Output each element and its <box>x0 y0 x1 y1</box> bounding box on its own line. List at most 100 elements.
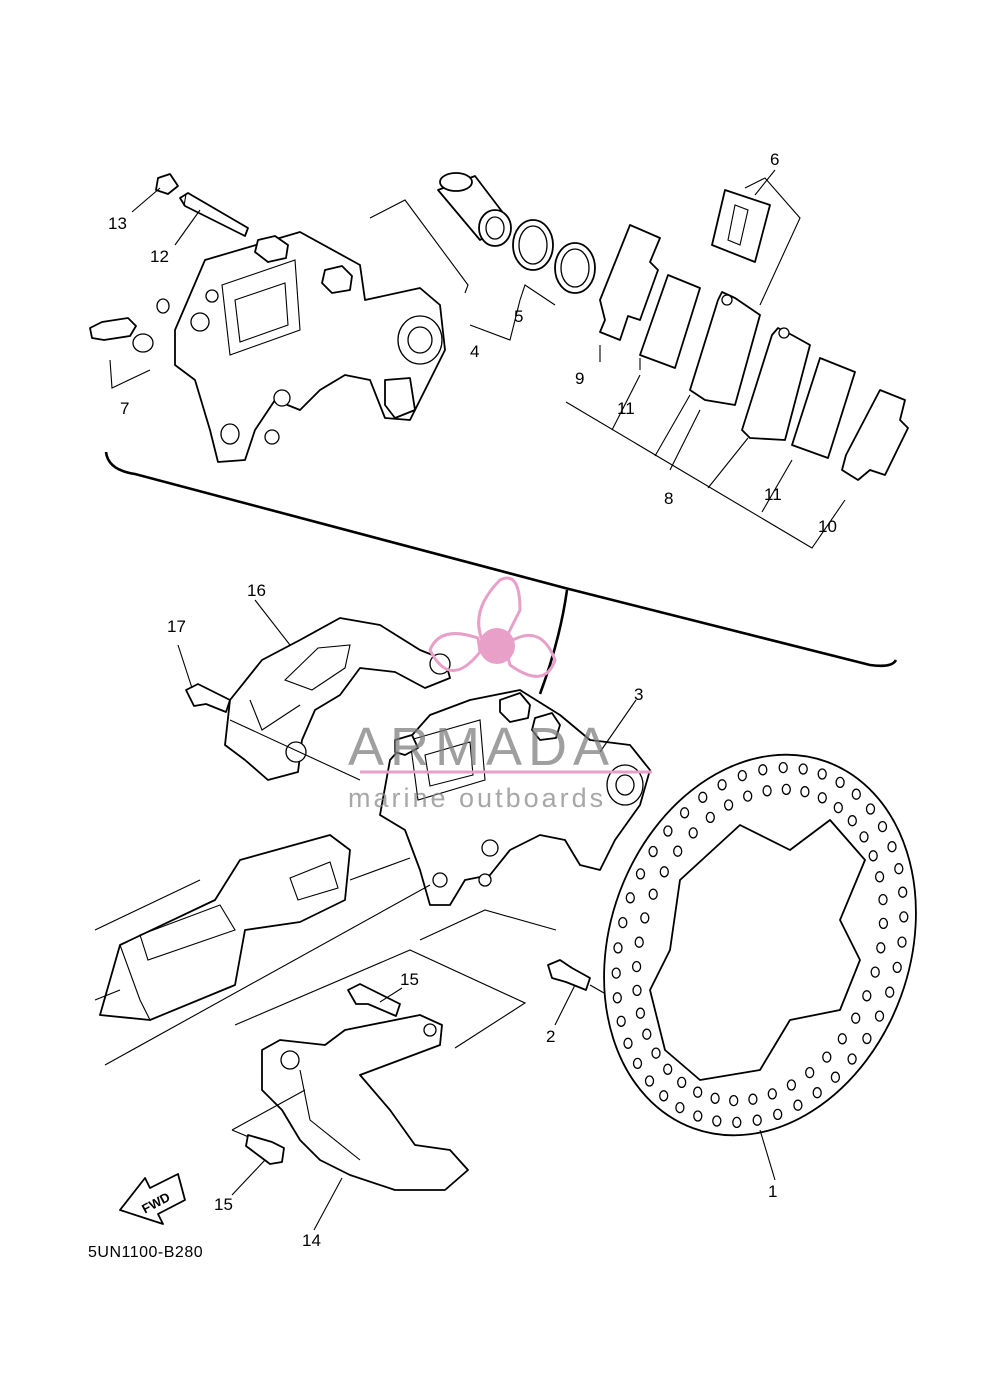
disc-hole <box>659 866 669 878</box>
disc-hole <box>758 764 768 776</box>
disc-hole <box>800 786 810 798</box>
disc-hole <box>644 1075 655 1087</box>
disc-hole <box>752 1114 762 1126</box>
callout-1: 1 <box>768 1182 777 1201</box>
disc-bolt <box>547 959 591 991</box>
callout-9: 9 <box>575 369 584 388</box>
disc-hole <box>663 825 673 837</box>
disc-hole <box>635 868 646 880</box>
disc-hole <box>862 1032 872 1045</box>
disc-hole <box>632 984 642 997</box>
disc-hole <box>648 888 658 900</box>
pin-plug <box>155 173 179 195</box>
disc-hole <box>773 1108 783 1121</box>
callout-14: 14 <box>302 1231 321 1250</box>
disc-hole <box>737 769 747 782</box>
disc-hole <box>878 917 889 930</box>
disc-hole <box>885 986 895 998</box>
watermark-brand: ARMADA <box>348 717 615 777</box>
brake-pad-shim-outer <box>841 389 909 481</box>
callout-13: 13 <box>108 214 127 233</box>
disc-hole <box>729 1094 739 1107</box>
disc-hole <box>868 850 878 862</box>
disc-hole <box>870 966 880 978</box>
pad-spring <box>711 189 771 263</box>
disc-hole <box>717 779 727 791</box>
callout-15-upper: 15 <box>400 970 419 989</box>
disc-hole <box>688 827 698 839</box>
brake-pad-plate-outer <box>741 327 811 441</box>
disc-hole <box>851 788 861 800</box>
disc-hole <box>805 1066 815 1079</box>
disc-hole <box>822 1051 832 1063</box>
disc-hole <box>632 1057 643 1070</box>
callout-7: 7 <box>120 399 129 418</box>
brake-pad-plate <box>689 291 761 406</box>
disc-hole <box>631 960 642 973</box>
disc-hole <box>878 893 888 906</box>
callout-3: 3 <box>634 685 643 704</box>
disc-hole <box>786 1079 797 1091</box>
disc-hole <box>877 820 888 833</box>
callout-17: 17 <box>167 617 186 636</box>
disc-hole <box>710 1092 720 1104</box>
disc-hole <box>659 1090 669 1102</box>
caliper-assembly <box>379 689 651 906</box>
callout-11-right: 11 <box>764 485 782 504</box>
disc-hole <box>723 799 734 811</box>
disc-hole <box>640 912 650 924</box>
forward-arrow-icon: FWD <box>119 1173 186 1225</box>
disc-hole <box>616 1015 626 1027</box>
disc-hole <box>693 1110 703 1122</box>
disc-hole <box>894 863 904 875</box>
disc-hole <box>830 1071 841 1083</box>
disc-hole <box>611 967 621 979</box>
callout-5: 5 <box>514 307 523 326</box>
disc-hole <box>675 1101 685 1114</box>
callout-2: 2 <box>546 1027 555 1046</box>
disc-hole <box>897 936 907 948</box>
callout-10: 10 <box>818 517 837 536</box>
disc-hole <box>635 1007 646 1019</box>
disc-hole <box>847 815 857 827</box>
disc-hole <box>642 1028 652 1040</box>
disc-hole <box>874 1010 885 1022</box>
pad-pin <box>179 192 249 237</box>
disc-hole <box>634 936 644 948</box>
disc-hole <box>698 791 708 803</box>
disc-hole <box>865 803 876 815</box>
diagram-code: 5UN1100-B280 <box>88 1244 203 1261</box>
disc-hole <box>833 801 843 814</box>
disc-holes <box>611 761 909 1129</box>
disc-guard <box>261 1014 469 1191</box>
disc-hole <box>862 990 872 1002</box>
disc-hole <box>613 942 623 954</box>
disc-hole <box>625 892 635 904</box>
callout-12: 12 <box>150 247 169 266</box>
callout-16: 16 <box>247 581 266 600</box>
disc-hole <box>623 1037 633 1049</box>
disc-hole <box>712 1115 722 1127</box>
guard-bolt-lower <box>245 1134 285 1165</box>
watermark-logo: ARMADA marine outboards <box>348 576 652 813</box>
callout-4: 4 <box>470 342 479 361</box>
callout-6: 6 <box>770 150 779 169</box>
disc-hole <box>767 1088 777 1100</box>
disc-hole <box>817 768 827 780</box>
brake-disc <box>603 753 917 1137</box>
disc-hole <box>748 1093 758 1105</box>
disc-hole <box>693 1086 703 1098</box>
exploded-group-bracket <box>104 451 898 668</box>
disc-hole <box>899 911 909 923</box>
disc-hole <box>876 942 886 954</box>
disc-hole <box>793 1099 803 1111</box>
disc-hole <box>778 761 788 774</box>
disc-hole <box>743 790 753 802</box>
disc-hole <box>663 1063 673 1075</box>
bracket-stem <box>538 589 569 695</box>
disc-hole <box>851 1012 861 1024</box>
disc-hole <box>859 831 869 843</box>
disc-hole <box>705 811 715 824</box>
disc-hole <box>847 1053 857 1065</box>
brake-pad-shim-inner <box>599 224 661 341</box>
